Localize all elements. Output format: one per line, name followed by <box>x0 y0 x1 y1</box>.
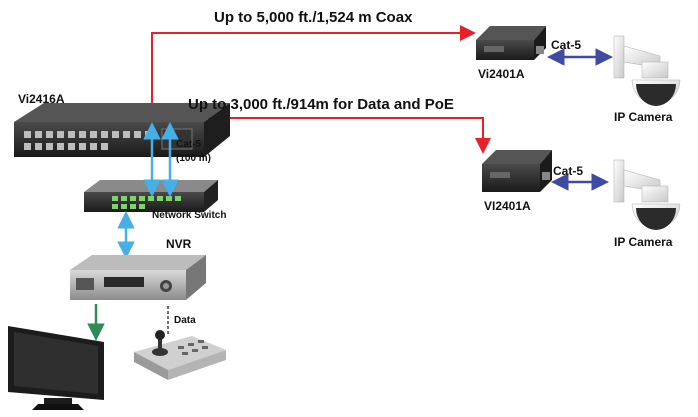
coax-line-top <box>151 25 476 118</box>
ip-camera-bottom-label: IP Camera <box>614 235 673 249</box>
coax-line-bottom <box>152 117 491 154</box>
network-switch-label: Network Switch <box>152 210 227 221</box>
vi2401a-top-label: Vi2401A <box>478 67 525 81</box>
nvr-label: NVR <box>166 237 192 251</box>
ip-camera-top-label: IP Camera <box>614 110 673 124</box>
data-poe-distance-label: Up to 3,000 ft./914m for Data and PoE <box>188 96 454 113</box>
data-label: Data <box>174 315 196 326</box>
keyboard-controller <box>134 330 226 380</box>
cat5-switch-label: Cat-5 <box>176 139 202 150</box>
vi2401a-bottom-device <box>482 150 552 192</box>
ip-camera-top <box>613 35 681 106</box>
vi2416a-label: Vi2416A <box>18 92 65 106</box>
coax-lines <box>151 25 491 154</box>
nvr-device <box>70 255 206 300</box>
cat5-bottom-label: Cat-5 <box>553 164 584 178</box>
vi2401a-bottom-label: VI2401A <box>484 199 531 213</box>
cat5-switch-distance-label: (100 m) <box>176 153 212 164</box>
cat5-switch-lines <box>117 122 179 259</box>
cat5-top-label: Cat-5 <box>551 38 582 52</box>
vi2401a-top-device <box>476 26 546 60</box>
monitor-device <box>8 326 104 410</box>
ip-camera-bottom <box>613 159 681 230</box>
coax-distance-label: Up to 5,000 ft./1,524 m Coax <box>214 9 413 26</box>
